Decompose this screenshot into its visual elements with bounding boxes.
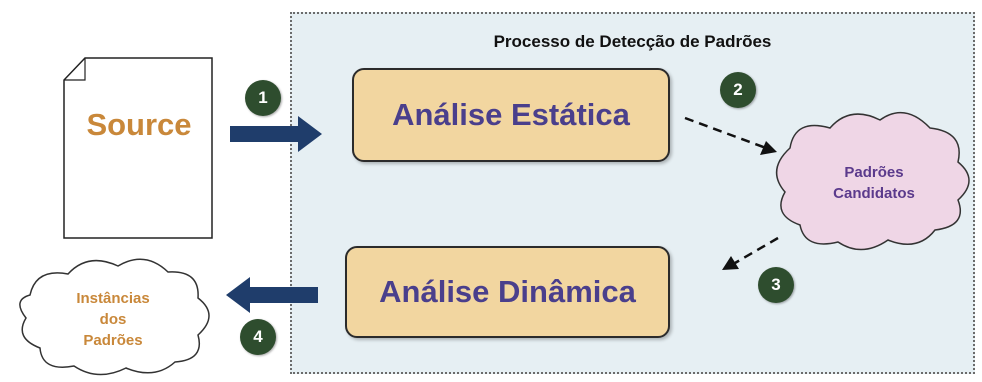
step-badge-2: 2 — [720, 72, 756, 108]
dynamic-analysis-label: Análise Dinâmica — [379, 274, 636, 309]
arrow-source-to-static — [230, 116, 322, 152]
arrow-dynamic-to-instances — [226, 277, 318, 313]
dynamic-analysis-box: Análise Dinâmica — [345, 246, 670, 338]
source-label: Source — [86, 107, 192, 142]
instances-label-line1: Instâncias — [76, 290, 150, 307]
static-analysis-label: Análise Estática — [392, 97, 630, 132]
candidates-label-line1: Padrões — [844, 164, 904, 181]
source-document — [63, 57, 213, 239]
arrowhead-3 — [722, 256, 739, 270]
step-badge-4: 4 — [240, 319, 276, 355]
instances-label: Instâncias dos Padrões — [38, 288, 188, 351]
candidates-label-line2: Candidatos — [833, 185, 915, 202]
arrow-candidates-to-dynamic — [734, 236, 779, 265]
instances-label-line3: Padrões — [83, 332, 143, 349]
arrow-static-to-candidates — [684, 116, 767, 150]
static-analysis-box: Análise Estática — [352, 68, 670, 162]
step-badge-3: 3 — [758, 267, 794, 303]
step-badge-1: 1 — [245, 80, 281, 116]
panel-title: Processo de Detecção de Padrões — [493, 32, 772, 51]
candidates-cloud — [776, 111, 970, 251]
instances-label-line2: dos — [99, 311, 127, 328]
document-fold — [64, 58, 86, 81]
candidates-label: Padrões Candidatos — [800, 162, 948, 204]
arrowhead-2 — [760, 141, 777, 155]
instances-cloud — [19, 258, 210, 376]
